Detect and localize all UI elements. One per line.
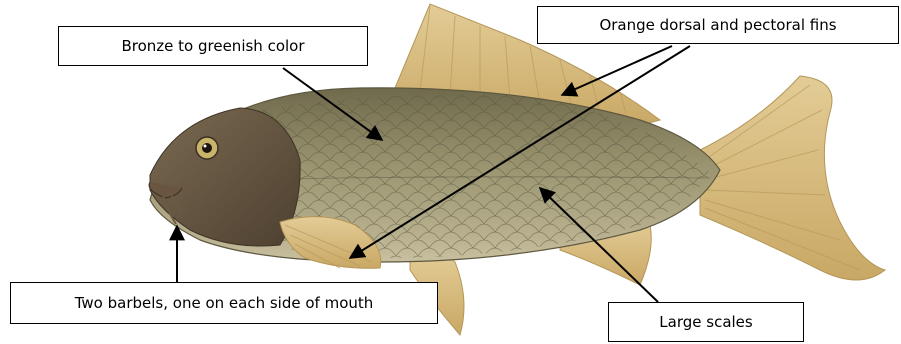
tail-fin [700, 76, 885, 280]
label-bronze-color: Bronze to greenish color [58, 26, 368, 66]
fish-head [150, 108, 300, 246]
label-orange-fins: Orange dorsal and pectoral fins [537, 6, 899, 44]
label-barbels: Two barbels, one on each side of mouth [10, 282, 438, 324]
label-large-scales: Large scales [608, 302, 804, 342]
